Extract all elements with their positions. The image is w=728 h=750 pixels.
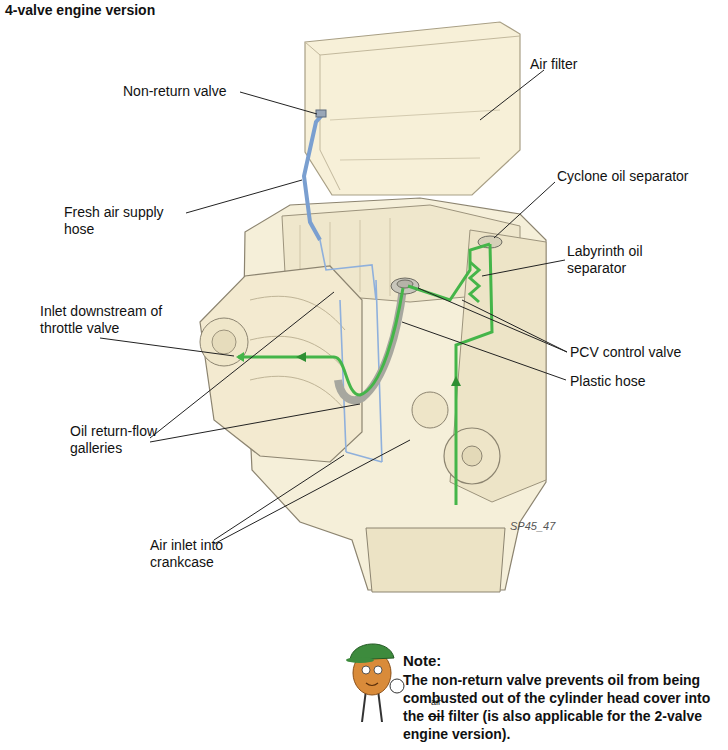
part-label: Air inlet into crankcase (150, 537, 255, 571)
mascot-hand (390, 679, 404, 693)
note-text: filter (is also applicable for the 2-val… (403, 708, 702, 742)
leader-line (214, 440, 410, 544)
blow-by-line (238, 288, 403, 395)
mascot-leg (378, 690, 382, 722)
part-label: Inlet downstream of throttle valve (40, 303, 165, 337)
leader-line (482, 260, 565, 276)
blow-by-line (456, 244, 492, 505)
engine-block (200, 198, 546, 592)
crankcase-air-gallery (320, 240, 382, 462)
part-label: Fresh air supply hose (64, 204, 182, 238)
leader-line (494, 182, 555, 238)
crank-pulley (444, 428, 500, 484)
leader-lines (100, 70, 567, 544)
leader-line (480, 70, 544, 120)
figure-code: SP45_47 (510, 518, 590, 535)
oil-pan (366, 528, 505, 592)
non-return-valve (316, 110, 326, 117)
leader-line (240, 92, 317, 114)
part-label: Plastic hose (570, 373, 725, 390)
air-filter-edge (320, 55, 340, 190)
pump-pulley (412, 392, 448, 428)
mascot-eye (374, 666, 382, 674)
note-segment: filter (is also applicable for the 2-val… (403, 708, 702, 742)
intake-runner (250, 296, 345, 410)
leader-line (100, 338, 234, 356)
labyrinth-line (470, 262, 479, 302)
mascot-cap-brim (346, 657, 374, 663)
note-struck-word: oil (428, 708, 444, 724)
diagram-title: 4-valve engine version (5, 2, 155, 18)
throttle-body (200, 318, 248, 366)
part-label: Oil return-flow galleries (70, 423, 185, 457)
part-label: Labyrinth oil separator (567, 243, 667, 277)
part-label: Air filter (530, 56, 640, 73)
leader-line (186, 180, 302, 213)
mascot-mouth (366, 683, 378, 686)
air-filter-edge (305, 36, 520, 55)
mascot-eye (362, 666, 370, 674)
air-filter-housing (305, 22, 520, 195)
leader-line (402, 322, 566, 380)
air-filter-body (305, 22, 520, 195)
mascot-leg (362, 690, 366, 722)
pcv-valve-ring (391, 278, 419, 294)
crank-hub (462, 446, 482, 466)
mascot (346, 644, 404, 722)
throttle-bore (212, 330, 236, 354)
flow-arrow (296, 352, 306, 362)
flow-arrow (236, 352, 244, 362)
leader-line (150, 292, 360, 442)
flow-arrow (451, 376, 461, 386)
note-heading: Note: (403, 652, 503, 669)
part-label: PCV control valve (570, 344, 725, 361)
note-body: The non-return valve prevents oil from b… (403, 671, 725, 743)
fresh-air-hose (304, 115, 322, 240)
note-correction: air (431, 698, 441, 707)
fresh-air-path (304, 110, 382, 462)
intake-manifold (200, 266, 362, 462)
air-filter-rib (330, 110, 500, 160)
leader-line (418, 288, 567, 352)
pcv-assembly (338, 236, 502, 400)
blow-by-path (236, 244, 492, 505)
part-label: Non-return valve (123, 83, 253, 100)
note-correction-group: airoil (428, 707, 444, 725)
part-label: Cyclone oil separator (557, 168, 727, 185)
